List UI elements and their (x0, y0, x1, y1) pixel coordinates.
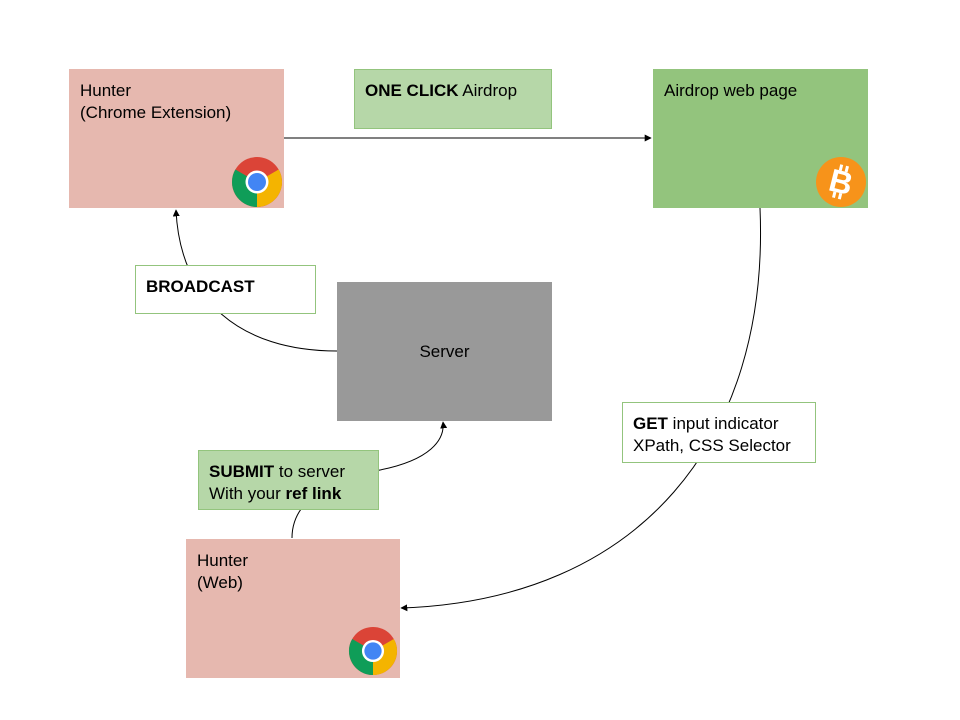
hunter-extension-node: Hunter (Chrome Extension) (69, 69, 284, 208)
airdrop-web-page-title: Airdrop web page (664, 81, 798, 100)
arrow-server-to-hunter-ext (172, 209, 338, 352)
get-input-indicator-label: GET input indicator XPath, CSS Selector (622, 402, 816, 463)
chrome-icon (232, 157, 282, 207)
one-click-bold: ONE CLICK (365, 81, 459, 100)
hunter-extension-title: Hunter (80, 81, 132, 100)
server-title: Server (419, 341, 470, 361)
hunter-web-title: Hunter (197, 551, 249, 570)
get-bold: GET (633, 414, 668, 433)
get-rest: input indicator (667, 414, 779, 433)
arrow-hunter-web-to-server (291, 421, 448, 539)
airdrop-web-page-node: Airdrop web page B (653, 69, 868, 208)
hunter-web-subtitle: (Web) (197, 573, 243, 592)
get-line2: XPath, CSS Selector (633, 436, 791, 455)
server-node: Server (337, 282, 552, 421)
submit-line2-prefix: With your (209, 484, 286, 503)
arrow-airdrop-to-hunter-web (400, 207, 762, 612)
hunter-extension-subtitle: (Chrome Extension) (80, 103, 232, 122)
submit-to-server-label: SUBMIT to server With your ref link (198, 450, 379, 510)
broadcast-label: BROADCAST (135, 265, 316, 314)
chrome-icon (348, 626, 398, 676)
one-click-rest: Airdrop (458, 81, 518, 100)
broadcast-bold: BROADCAST (146, 277, 255, 296)
bitcoin-icon: B (816, 157, 866, 207)
submit-bold: SUBMIT (209, 462, 275, 481)
submit-rest: to server (274, 462, 346, 481)
one-click-airdrop-label: ONE CLICK Airdrop (354, 69, 552, 129)
submit-line2-bold: ref link (285, 484, 342, 503)
hunter-web-node: Hunter (Web) (186, 539, 400, 678)
